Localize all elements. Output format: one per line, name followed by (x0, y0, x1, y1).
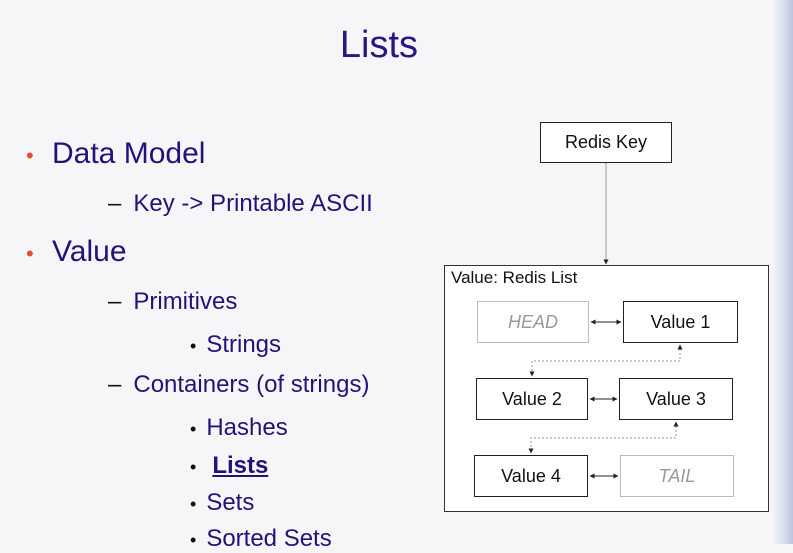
value-node-3: Value 3 (619, 378, 733, 420)
item-strings: • Strings (190, 331, 281, 359)
bullet-dot-icon: • (190, 530, 197, 550)
head-node: HEAD (477, 301, 589, 343)
item-text: Sets (206, 489, 255, 516)
value-node-2: Value 2 (476, 378, 588, 420)
value-node-4: Value 4 (474, 455, 588, 497)
item-lists: • Lists (190, 452, 268, 480)
sub-bullet-text: Containers (of strings) (133, 371, 370, 398)
tail-node: TAIL (620, 455, 734, 497)
dash-icon: – (108, 371, 122, 398)
redis-key-node: Redis Key (540, 122, 672, 163)
item-text-active: Lists (212, 452, 269, 479)
item-sets: • Sets (190, 489, 254, 517)
item-text: Strings (206, 331, 282, 358)
sub-bullet-primitives: –Primitives (108, 288, 237, 316)
value-node-1: Value 1 (623, 301, 738, 343)
bullet-dot-icon: • (190, 336, 197, 356)
item-text: Hashes (206, 414, 288, 441)
value3-value4-link (528, 421, 679, 454)
bullet-dot-icon: • (190, 419, 197, 439)
bullet-dot-icon: • (190, 494, 197, 514)
sub-bullet-containers: –Containers (of strings) (108, 371, 369, 399)
sub-bullet-text: Primitives (133, 288, 238, 315)
sub-bullet-text: Key -> Printable ASCII (133, 190, 373, 217)
bullet-dot-icon: • (190, 457, 197, 477)
slide-title: Lists (339, 24, 419, 66)
bullet-text: Data Model (52, 137, 206, 170)
value1-value2-link (529, 344, 683, 377)
container-label: Value: Redis List (451, 268, 578, 287)
item-hashes: • Hashes (190, 414, 288, 442)
slide-edge-decoration (773, 0, 793, 544)
sub-bullet-key: –Key -> Printable ASCII (108, 190, 373, 218)
bullet-dot-icon: • (26, 143, 34, 168)
dash-icon: – (108, 288, 122, 315)
dash-icon: – (108, 190, 122, 217)
bullet-text: Value (52, 235, 127, 268)
bullet-dot-icon: • (26, 241, 34, 266)
